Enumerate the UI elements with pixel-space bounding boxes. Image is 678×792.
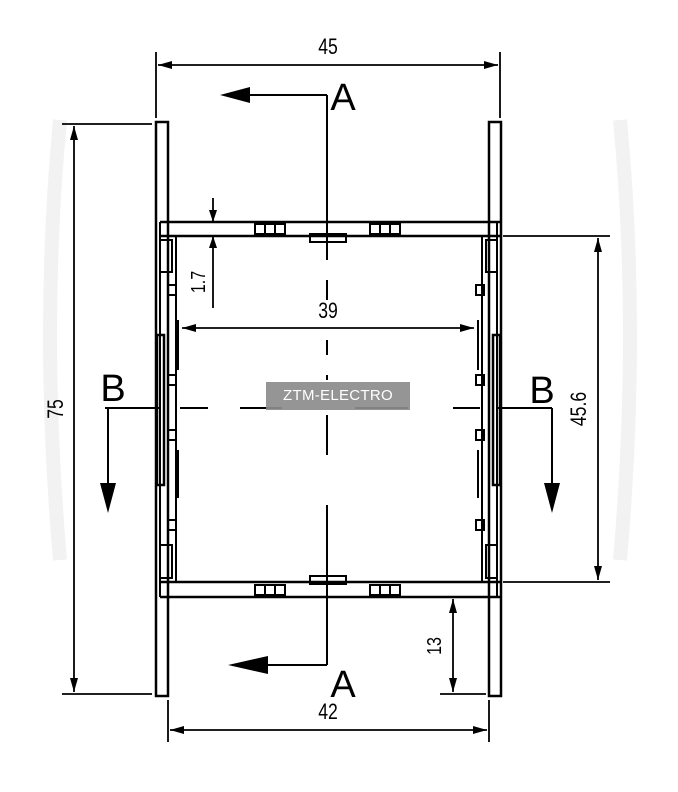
section-label-b-left: B [100,368,125,410]
dim-overall-height: 75 [44,399,68,419]
section-label-a-top: A [330,77,356,119]
section-label-b-right: B [529,370,554,412]
background-ghost [43,119,637,561]
watermark-label: ZTM-ELECTRO [266,382,410,410]
dim-overall-width: 45 [318,35,338,59]
bobbin-body [154,120,503,698]
dim-bottom-width: 42 [318,700,338,724]
section-arrows [100,87,560,674]
dimension-lines [62,52,610,742]
dim-window-height: 45.6 [567,392,591,426]
dim-rib-thickness: 1.7 [187,271,209,293]
section-label-a-bottom: A [330,664,356,706]
dim-bottom-offset: 13 [423,637,445,655]
dim-inner-width: 39 [318,299,338,323]
